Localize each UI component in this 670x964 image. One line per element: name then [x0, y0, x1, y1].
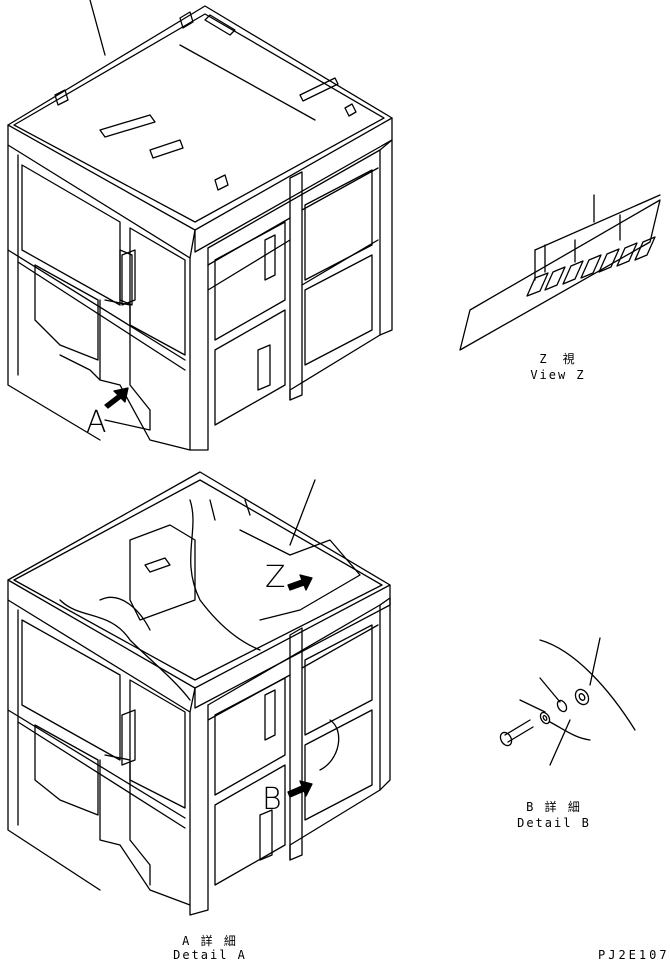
view-z-caption-en: View Z [530, 368, 586, 382]
arrow-label-b: B [262, 782, 282, 817]
arrow-label-a: A [86, 405, 107, 440]
detail-b [499, 637, 636, 766]
detail-b-caption-jp: B 詳 細 [526, 800, 582, 814]
cab-top-view [7, 0, 393, 451]
detail-a-caption-en: Detail A [173, 948, 247, 962]
view-z-caption-jp: Z 視 [539, 352, 577, 366]
cab-detail-a [7, 471, 391, 916]
detail-b-caption-en: Detail B [517, 816, 591, 830]
arrow-label-z: Z [265, 560, 286, 595]
view-z-detail [459, 194, 661, 351]
drawing-code: PJ2E107 [598, 948, 670, 962]
detail-a-caption-jp: A 詳 細 [182, 934, 238, 948]
